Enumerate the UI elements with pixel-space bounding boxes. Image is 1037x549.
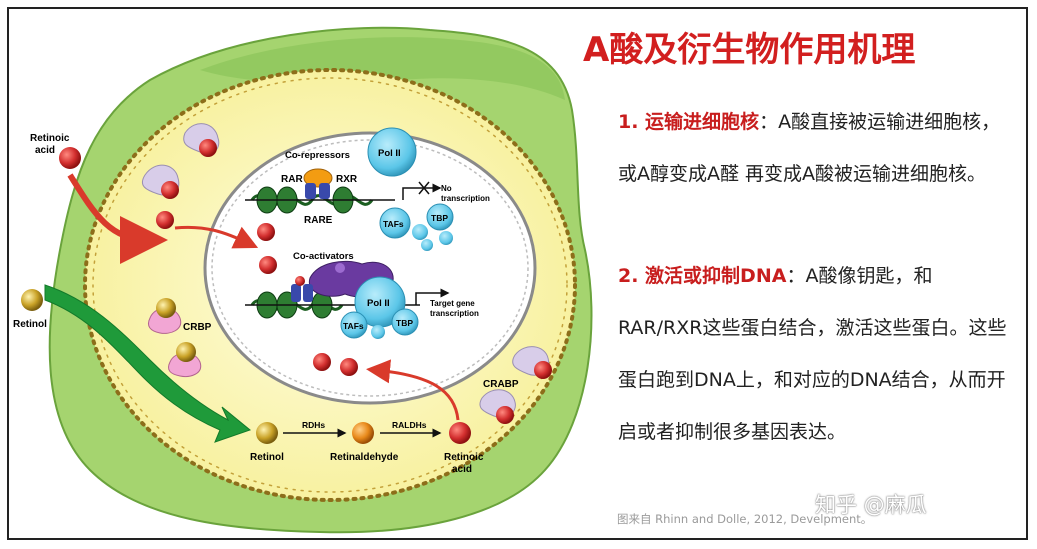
tafs-top bbox=[379, 207, 411, 239]
label-rar-top: RAR bbox=[281, 174, 303, 185]
retinoic-acid-ball-n3 bbox=[313, 353, 331, 371]
activator-rxr bbox=[303, 284, 313, 302]
page-title: A酸及衍生物作用机理 bbox=[583, 30, 916, 70]
retinol-ball-1 bbox=[156, 298, 176, 318]
retinoic-acid-ball-n4 bbox=[340, 358, 358, 376]
retinol-ball-outside bbox=[21, 289, 43, 311]
label-tafs-bottom: TAFs bbox=[343, 321, 364, 331]
arrow-from-synthesis bbox=[366, 359, 460, 421]
retinoic-acid-mechanism-diagram: Retinoic acid Retinol CRBP CRABP Co-repr… bbox=[13, 26, 593, 534]
retinoic-acid-ball-1 bbox=[199, 139, 217, 157]
label-retinoic-acid-outside-2: acid bbox=[35, 145, 55, 156]
label-tbp-top: TBP bbox=[431, 213, 448, 223]
figure-caption: 图来自 Rhinn and Dolle, 2012, Develpment。 bbox=[617, 512, 873, 526]
retinoic-acid-ball-4 bbox=[534, 361, 552, 379]
retinoic-acid-ball-n1 bbox=[257, 223, 275, 241]
plasma-membrane-dots bbox=[83, 68, 577, 502]
point-transport: 1. 运输进细胞核：A酸直接被运输进细胞核，或A醇变成A醛 再变成A酸被运输进细… bbox=[618, 96, 1010, 200]
point-transport-body: A酸直接被运输进细胞核，或A醇变成A醛 再变成A酸被运输进细胞核。 bbox=[618, 111, 1001, 185]
no-transcription-arrow bbox=[402, 183, 442, 200]
zhihu-watermark: 知乎 @麻瓜 bbox=[815, 493, 927, 517]
point-activate-sep: ： bbox=[786, 265, 806, 287]
target-gene-arrow bbox=[415, 288, 450, 305]
retinoic-acid-ball-3 bbox=[156, 211, 174, 229]
label-raldhs: RALDHs bbox=[392, 420, 427, 430]
label-pol2-bottom: Pol II bbox=[367, 298, 390, 309]
label-retinol-outside: Retinol bbox=[13, 319, 47, 330]
label-rare: RARE bbox=[304, 215, 333, 226]
retinol-ball-bottom bbox=[256, 422, 278, 444]
tbp-top bbox=[426, 203, 454, 231]
label-no: No bbox=[441, 184, 452, 193]
label-retinoic-acid-bottom-1: Retinoic bbox=[444, 452, 484, 463]
retinoic-acid-ball-5 bbox=[496, 406, 514, 424]
repressor-complex bbox=[303, 168, 333, 199]
label-retinoic-acid-outside-1: Retinoic bbox=[30, 133, 70, 144]
point-activate: 2. 激活或抑制DNA：A酸像钥匙，和RAR/RXR这些蛋白结合，激活这些蛋白。… bbox=[618, 250, 1010, 458]
retinoic-acid-ball-outside bbox=[59, 147, 81, 169]
label-tbp-bottom: TBP bbox=[396, 318, 413, 328]
label-transcription-1: transcription bbox=[441, 194, 490, 203]
dna-repressed bbox=[245, 186, 395, 214]
point-transport-head: 1. 运输进细胞核 bbox=[618, 111, 760, 133]
point-activate-head: 2. 激活或抑制DNA bbox=[618, 265, 787, 287]
retinoic-acid-ball-n2 bbox=[259, 256, 277, 274]
label-target-transcription: transcription bbox=[430, 309, 479, 318]
label-pol2-top: Pol II bbox=[378, 148, 401, 159]
label-co-activators: Co-activators bbox=[293, 251, 354, 262]
green-transport-arrow bbox=[44, 284, 252, 443]
retinoic-acid-ball-2 bbox=[161, 181, 179, 199]
label-retinol-bottom: Retinol bbox=[250, 452, 284, 463]
label-target-gene: Target gene bbox=[430, 299, 475, 308]
activator-rar bbox=[291, 284, 301, 302]
label-co-repressors: Co-repressors bbox=[285, 150, 350, 161]
retinoic-acid-ball-bottom bbox=[449, 422, 471, 444]
tafs-bottom bbox=[340, 311, 368, 339]
label-crbp: CRBP bbox=[183, 322, 212, 333]
label-crabp: CRABP bbox=[483, 379, 519, 390]
point-transport-sep: ： bbox=[759, 111, 779, 133]
arrow-to-nucleus-1 bbox=[174, 225, 259, 249]
label-rdhs: RDHs bbox=[302, 420, 325, 430]
label-retinaldehyde: Retinaldehyde bbox=[330, 452, 399, 463]
arrow-retinoic-in bbox=[67, 173, 168, 264]
point-activate-body: A酸像钥匙，和RAR/RXR这些蛋白结合，激活这些蛋白。这些蛋白跑到DNA上，和… bbox=[618, 265, 1007, 443]
pol2-top bbox=[367, 127, 417, 177]
cell-top-ridge bbox=[200, 37, 565, 100]
retinaldehyde-ball bbox=[352, 422, 374, 444]
label-retinoic-acid-bottom-2: acid bbox=[452, 464, 472, 475]
retinol-ball-2 bbox=[176, 342, 196, 362]
tbp-bottom bbox=[391, 308, 419, 336]
label-tafs-top: TAFs bbox=[383, 219, 404, 229]
label-rxr-top: RXR bbox=[336, 174, 358, 185]
